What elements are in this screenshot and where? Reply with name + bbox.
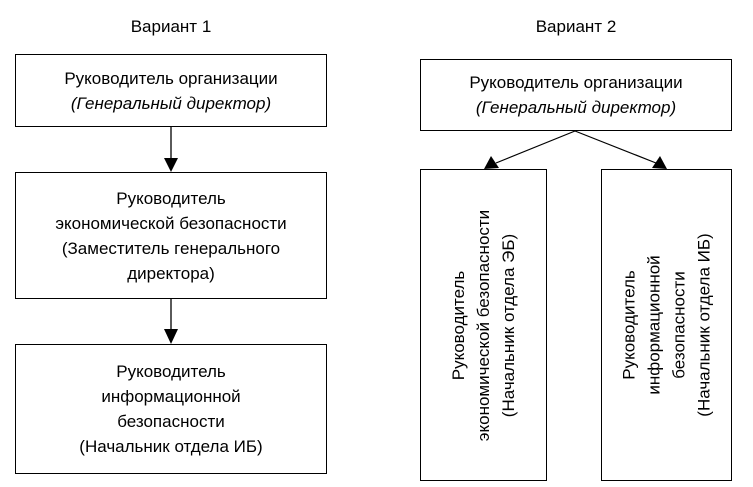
v1-arrow-1-head <box>164 158 178 172</box>
node-line: безопасности <box>117 412 225 431</box>
v2-node-economic-security-head: Руководитель экономической безопасности … <box>420 169 547 481</box>
node-title: Руководитель организации <box>469 73 683 92</box>
variant-2-title: Вариант 2 <box>535 17 617 36</box>
node-line: (Заместитель генерального <box>61 238 281 258</box>
v1-node-economic-security-head: Руководитель экономической безопасности … <box>15 172 327 299</box>
node-line: информационной <box>101 387 241 406</box>
node-title: Руководитель организации <box>64 68 278 88</box>
v2-arrow-left-line <box>495 130 576 164</box>
node-subtitle: (Генеральный директор) <box>475 98 677 117</box>
v2-arrow-right-head <box>652 156 667 169</box>
node-line: (Начальник отдела ИБ) <box>79 437 263 456</box>
v1-arrow-2-head <box>164 329 178 344</box>
node-line: Руководитель <box>116 362 226 381</box>
v1-node-information-security-head: Руководитель информационной безопасности… <box>15 344 327 474</box>
v1-node-ceo: Руководитель организации (Генеральный ди… <box>15 54 327 127</box>
v2-node-information-security-head: Руководитель информационной безопасности… <box>601 169 732 481</box>
variant-1-title: Вариант 1 <box>130 17 212 36</box>
v2-node-ceo: Руководитель организации (Генеральный ди… <box>420 59 732 131</box>
v2-arrow-right-line <box>574 130 657 164</box>
node-line: экономической безопасности <box>55 213 287 233</box>
node-subtitle: (Генеральный директор) <box>70 93 272 113</box>
node-line: Руководитель <box>116 188 226 208</box>
v2-arrow-left-head <box>484 156 499 169</box>
node-line: директора) <box>127 263 215 283</box>
